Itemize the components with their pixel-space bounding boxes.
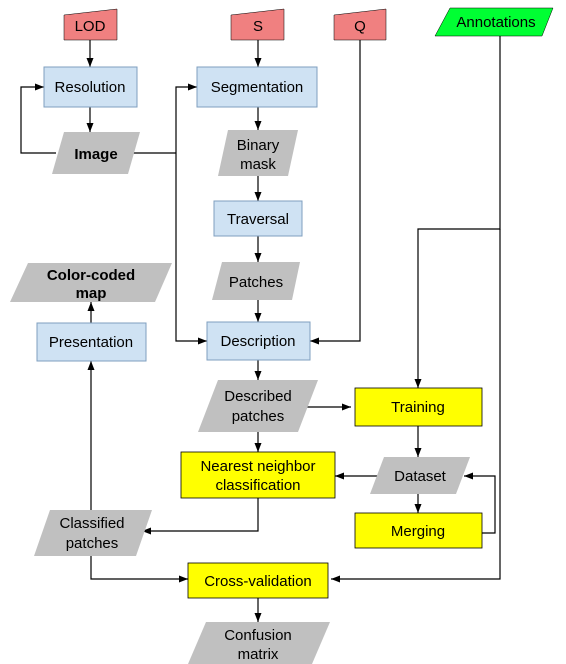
- edge-image-resolution-loop: [20, 83, 56, 154]
- node-image-label: Image: [74, 146, 117, 163]
- node-cross-validation: Cross-validation: [187, 562, 329, 599]
- node-presentation-label: Presentation: [49, 334, 133, 351]
- node-presentation: Presentation: [36, 322, 147, 362]
- node-dataset: Dataset: [370, 457, 470, 494]
- edge-annotations-training: [414, 36, 501, 388]
- node-classified-patches-line-1: Classified: [59, 515, 124, 532]
- node-description: Description: [206, 321, 311, 361]
- node-color-coded-map-line-1: Color-coded: [47, 267, 135, 284]
- node-confusion-matrix-line-2: matrix: [238, 646, 279, 663]
- node-merging: Merging: [354, 512, 483, 549]
- node-color-coded-map: Color-coded map: [10, 263, 172, 302]
- node-nearest-neighbor: Nearest neighbor classification: [180, 451, 336, 499]
- node-q: Q: [333, 8, 387, 41]
- node-confusion-matrix: Confusion matrix: [188, 622, 330, 664]
- node-color-coded-map-line-2: map: [76, 285, 107, 302]
- node-segmentation: Segmentation: [196, 66, 318, 108]
- edge-annotations-crossvalidation: [331, 229, 501, 583]
- node-training-label: Training: [391, 399, 445, 416]
- node-traversal: Traversal: [213, 200, 303, 237]
- node-classified-patches: Classified patches: [34, 510, 152, 556]
- node-image: Image: [52, 132, 140, 174]
- node-training: Training: [354, 387, 483, 427]
- node-described-patches-line-1: Described: [224, 388, 292, 405]
- node-nearest-neighbor-line-2: classification: [215, 477, 300, 494]
- node-cross-validation-label: Cross-validation: [204, 573, 312, 590]
- edge-q-description: [310, 40, 361, 345]
- node-confusion-matrix-line-1: Confusion: [224, 627, 292, 644]
- node-segmentation-label: Segmentation: [211, 79, 304, 96]
- node-s: S: [230, 8, 285, 41]
- node-classified-patches-line-2: patches: [66, 535, 119, 552]
- node-patches-label: Patches: [229, 274, 283, 291]
- node-binary-mask: Binary mask: [218, 130, 298, 176]
- node-s-label: S: [253, 18, 263, 35]
- node-annotations: Annotations: [434, 7, 554, 37]
- node-patches: Patches: [212, 262, 300, 300]
- node-resolution-label: Resolution: [55, 79, 126, 96]
- node-described-patches-line-2: patches: [232, 408, 285, 425]
- node-nearest-neighbor-line-1: Nearest neighbor: [200, 458, 315, 475]
- edges: [20, 36, 501, 622]
- edge-merging-dataset: [464, 472, 496, 534]
- node-description-label: Description: [220, 333, 295, 350]
- node-described-patches: Described patches: [198, 380, 318, 432]
- node-binary-mask-line-1: Binary: [237, 137, 280, 154]
- node-resolution: Resolution: [43, 66, 138, 108]
- node-q-label: Q: [354, 18, 366, 35]
- edge-nearest-classified: [142, 498, 259, 535]
- edge-classified-crossvalidation: [90, 556, 188, 583]
- node-dataset-label: Dataset: [394, 468, 447, 485]
- node-binary-mask-line-2: mask: [240, 156, 276, 173]
- node-annotations-label: Annotations: [456, 14, 535, 31]
- node-lod: LOD: [63, 8, 118, 41]
- edge-image-segmentation: [175, 83, 197, 153]
- node-merging-label: Merging: [391, 523, 445, 540]
- node-lod-label: LOD: [75, 18, 106, 35]
- edge-image-description: [175, 153, 207, 345]
- node-traversal-label: Traversal: [227, 211, 289, 228]
